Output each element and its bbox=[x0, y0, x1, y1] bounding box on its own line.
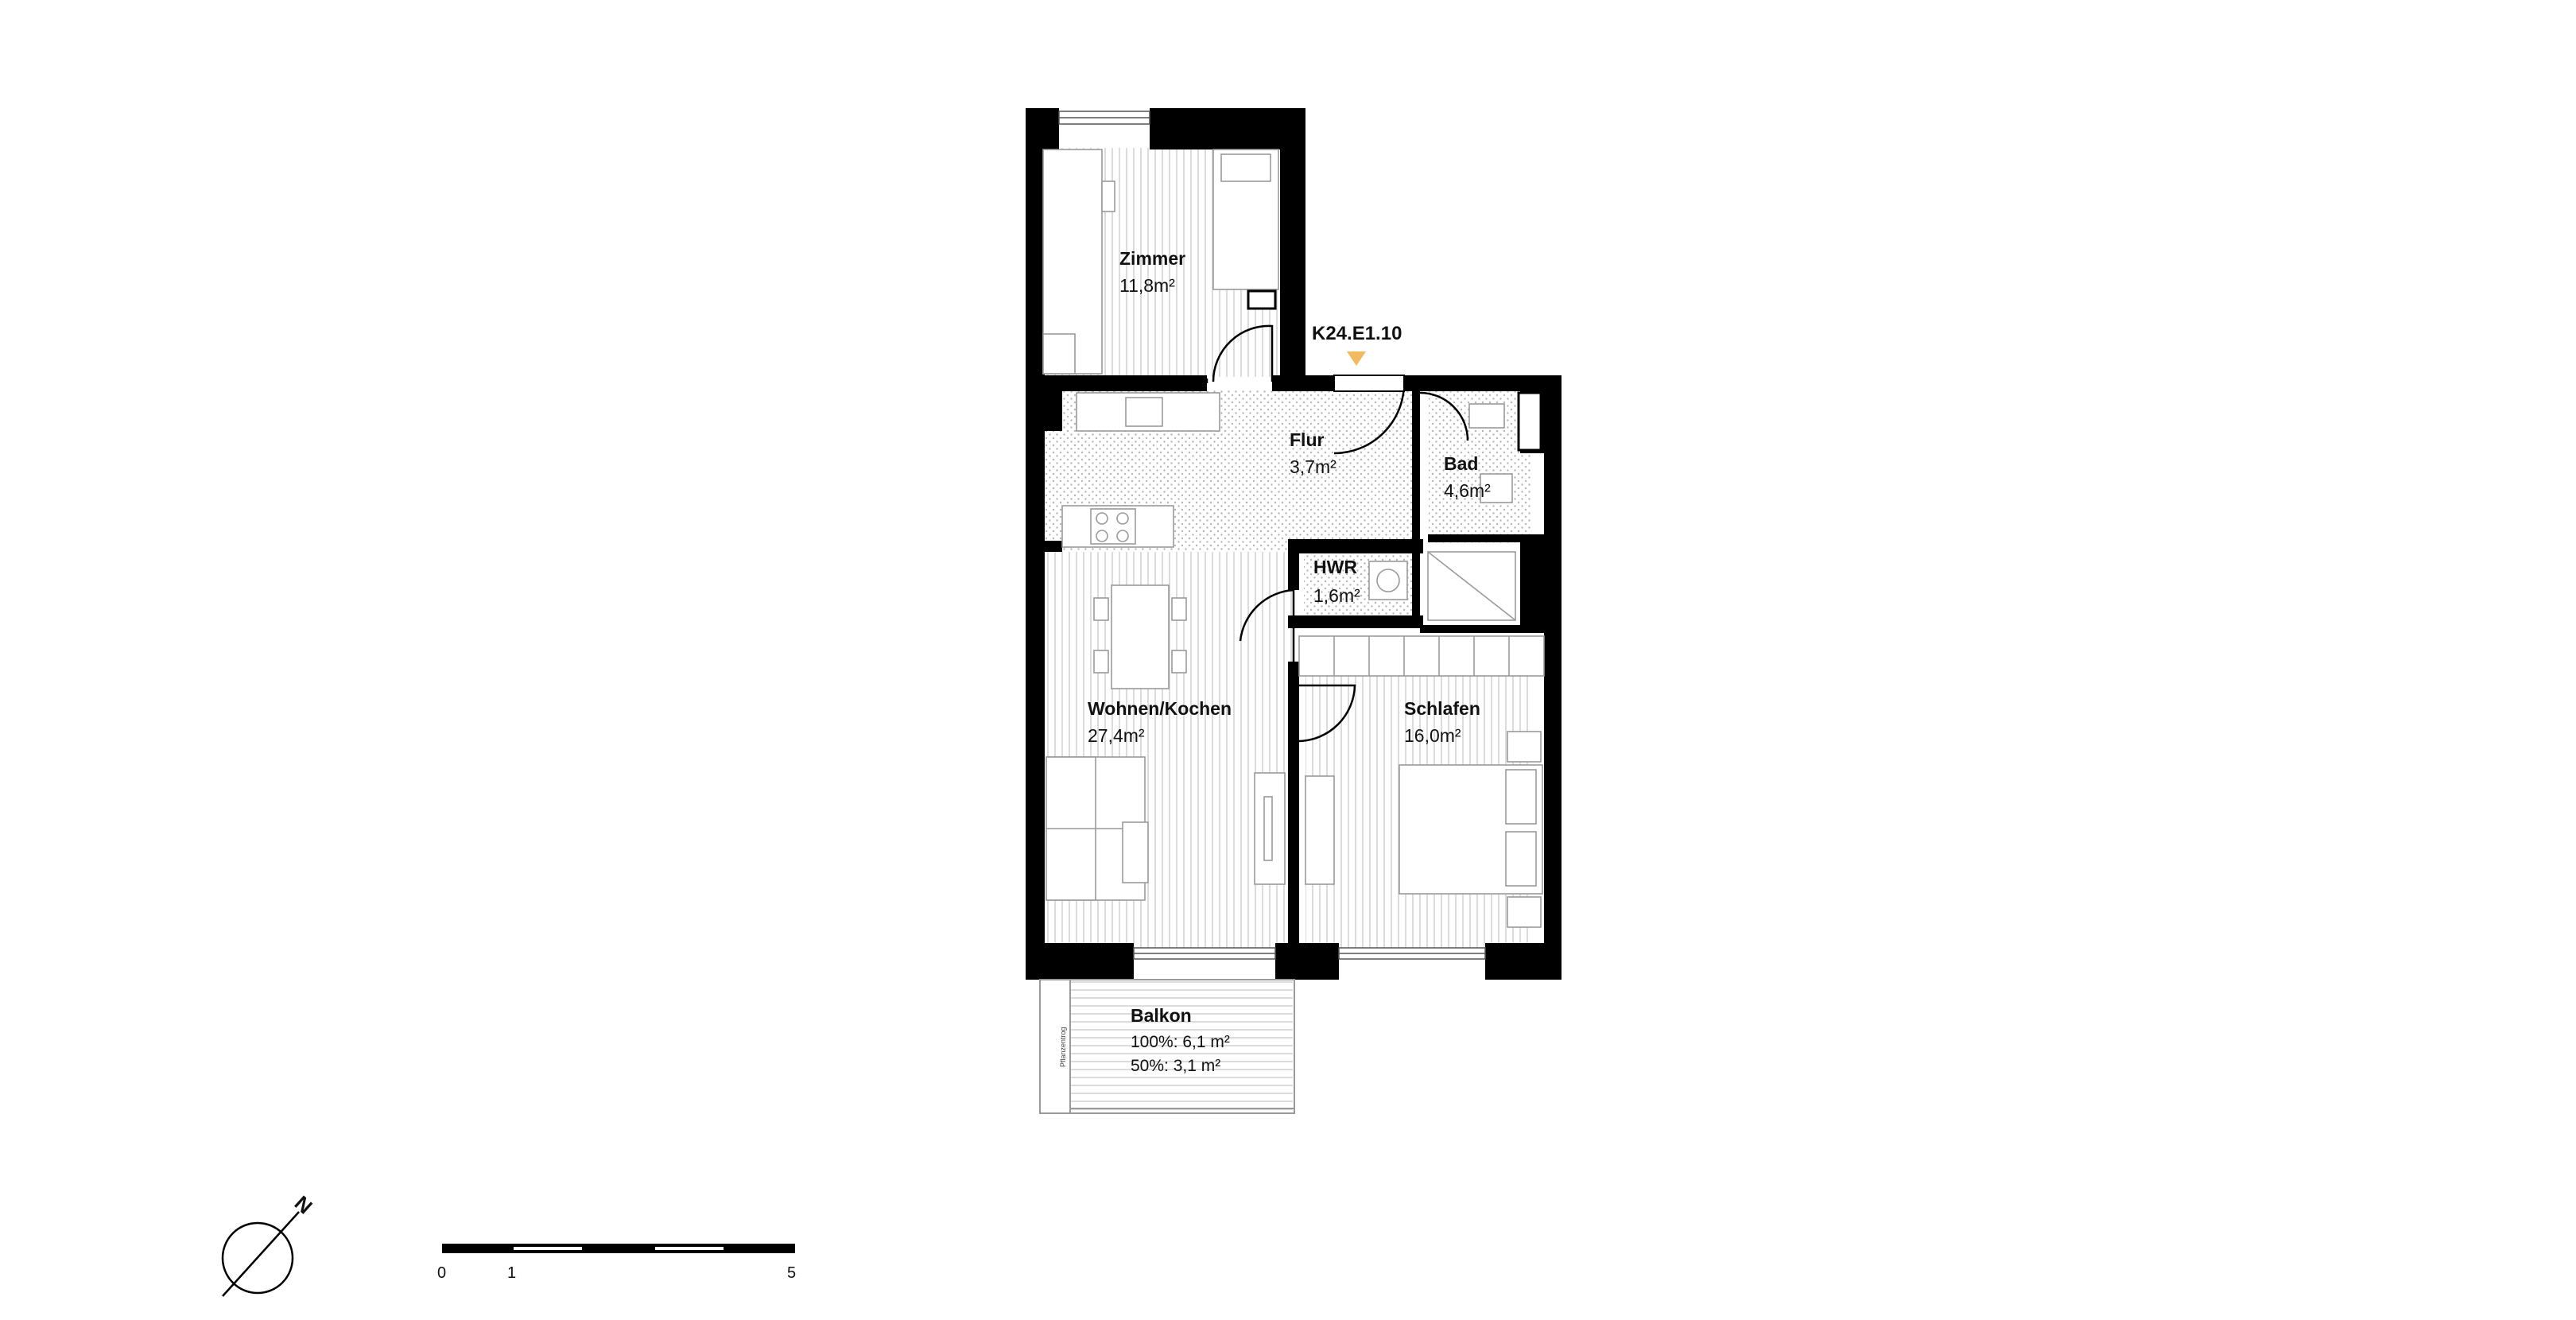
doors bbox=[1205, 324, 1469, 743]
dining-table bbox=[1111, 584, 1170, 689]
washbasin bbox=[1480, 473, 1513, 503]
wall-west-ledge-low bbox=[1026, 541, 1062, 552]
room-area-zimmer: 11,8m² bbox=[1119, 275, 1175, 296]
room-area-hwr: 1,6m² bbox=[1313, 585, 1360, 606]
wall-hwr-south bbox=[1288, 615, 1423, 628]
furniture bbox=[1042, 149, 1545, 928]
room-area-flur: 3,7m² bbox=[1290, 456, 1336, 477]
wall-zimmer-south-left bbox=[1026, 375, 1207, 391]
scale-tick-0: 0 bbox=[437, 1264, 447, 1282]
door-bath bbox=[1419, 391, 1469, 441]
pillow-single bbox=[1220, 153, 1271, 182]
planter-label: Pflanzentrog bbox=[1059, 1027, 1067, 1067]
scale-tick-5: 5 bbox=[787, 1264, 797, 1282]
chair-2 bbox=[1093, 650, 1109, 674]
entrance-threshold bbox=[1333, 375, 1405, 392]
scale-bar bbox=[442, 1244, 795, 1253]
balcony-area-full: 100%: 6,1 m² bbox=[1131, 1033, 1230, 1051]
wall-zimmer-top-right bbox=[1150, 108, 1305, 149]
windows bbox=[1058, 111, 1486, 960]
wall-zimmer-east bbox=[1280, 108, 1305, 375]
bath-ledge bbox=[1517, 391, 1542, 452]
wall-zimmer-south-right bbox=[1272, 375, 1334, 391]
balcony-outline bbox=[1039, 979, 1295, 1114]
tv-board bbox=[1254, 772, 1286, 885]
sink bbox=[1125, 397, 1163, 427]
balcony-name: Balkon bbox=[1131, 1005, 1192, 1026]
wall-living-bedroom bbox=[1288, 662, 1299, 943]
wall-east bbox=[1544, 375, 1562, 980]
wall-south-left bbox=[1026, 943, 1134, 980]
unit-id: K24.E1.10 bbox=[1312, 323, 1402, 344]
north-arrow bbox=[221, 1211, 300, 1297]
tv bbox=[1263, 796, 1273, 861]
wall-east-pillar-bottom bbox=[1520, 538, 1544, 627]
wall-south-mid bbox=[1275, 943, 1339, 980]
wall-bath-divider bbox=[1428, 534, 1544, 542]
balcony-area-half: 50%: 3,1 m² bbox=[1131, 1057, 1221, 1075]
walls bbox=[1026, 108, 1562, 980]
pillow-1 bbox=[1505, 769, 1537, 825]
scale-tick-1: 1 bbox=[507, 1264, 517, 1282]
toilet-cistern bbox=[1468, 403, 1505, 429]
room-name-schlafen: Schlafen bbox=[1404, 698, 1480, 719]
room-name-hwr: HWR bbox=[1313, 557, 1357, 577]
wall-entrance-right bbox=[1404, 375, 1560, 391]
wall-south-right bbox=[1485, 943, 1562, 980]
wall-bath-west bbox=[1412, 390, 1420, 623]
room-name-zimmer: Zimmer bbox=[1119, 248, 1186, 269]
side-table bbox=[1122, 821, 1149, 883]
wall-west-ledge bbox=[1026, 390, 1062, 431]
dresser bbox=[1305, 775, 1335, 885]
balcony bbox=[1039, 979, 1295, 1114]
chair-4 bbox=[1171, 650, 1187, 674]
small-box bbox=[1247, 289, 1277, 310]
door-zimmer bbox=[1205, 324, 1274, 383]
nightstand-2 bbox=[1507, 896, 1542, 928]
room-area-bad: 4,6m² bbox=[1444, 480, 1491, 501]
room-name-bad: Bad bbox=[1444, 453, 1479, 474]
entrance-marker bbox=[1347, 351, 1366, 366]
balcony-floor bbox=[1070, 980, 1293, 1113]
room-name-wohnen: Wohnen/Kochen bbox=[1088, 698, 1232, 719]
pillow-2 bbox=[1505, 831, 1537, 887]
room-area-wohnen: 27,4m² bbox=[1088, 725, 1145, 746]
shelf bbox=[1042, 333, 1076, 375]
wall-hwr-west bbox=[1288, 552, 1299, 590]
room-area-schlafen: 16,0m² bbox=[1404, 725, 1461, 746]
wall-hwr-top bbox=[1288, 539, 1423, 553]
desk-chair bbox=[1101, 181, 1115, 212]
north-arrow-circle bbox=[221, 1221, 294, 1295]
wall-bath-south bbox=[1420, 625, 1544, 633]
wardrobe bbox=[1298, 635, 1545, 677]
chair-3 bbox=[1171, 597, 1187, 621]
room-name-flur: Flur bbox=[1290, 429, 1325, 450]
chair-1 bbox=[1093, 597, 1109, 621]
door-living-bedroom bbox=[1298, 684, 1356, 743]
nightstand-1 bbox=[1507, 731, 1542, 763]
door-hwr bbox=[1239, 588, 1295, 662]
